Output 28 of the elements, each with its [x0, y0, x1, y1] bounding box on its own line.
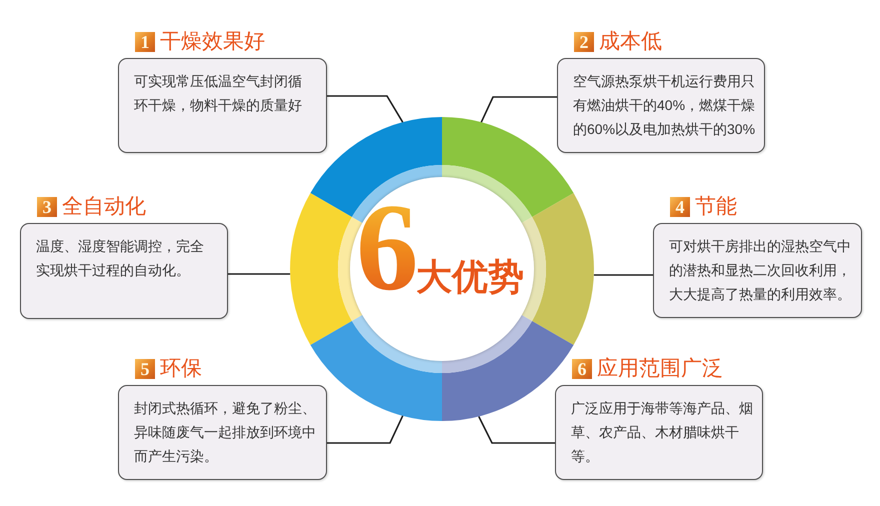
heading-text: 大优势: [416, 259, 524, 295]
description-text: 温度、湿度智能调控，完全实现烘干过程的自动化。: [36, 237, 205, 280]
leader-line: [480, 96, 557, 123]
description-text: 封闭式热循环，避免了粉尘、异味随废气一起排放到环境中而产生污染。: [134, 399, 317, 466]
heading-text: 环保: [160, 358, 202, 380]
number-badge: 1: [135, 32, 155, 52]
leader-line: [228, 273, 290, 275]
heading-text: 全自动化: [62, 196, 146, 218]
heading-text: 成本低: [599, 31, 662, 53]
number-badge: 3: [37, 197, 57, 217]
number-badge: 4: [670, 197, 690, 217]
heading-text: 应用范围广泛: [597, 358, 723, 380]
ring-segment: [522, 193, 594, 345]
number-badge: 5: [135, 359, 155, 379]
description-text: 可实现常压低温空气封闭循环干燥，物料干燥的质量好: [134, 72, 303, 115]
description-text: 可对烘干房排出的湿热空气中的潜热和显热二次回收利用，大大提高了热量的利用效率。: [669, 237, 852, 304]
leader-line: [327, 95, 404, 123]
heading-text: 节能: [695, 196, 737, 218]
description-text: 广泛应用于海带等海产品、烟草、农产品、木材腊味烘干等。: [571, 399, 754, 466]
number-badge: 6: [572, 359, 592, 379]
leader-line: [594, 274, 653, 276]
ring-segment: [442, 117, 574, 223]
heading-text: 干燥效果好: [160, 31, 265, 53]
leader-line: [478, 416, 555, 444]
number-badge: 2: [574, 32, 594, 52]
description-text: 空气源热泵烘干机运行费用只有燃油烘干的40%，燃煤干燥的60%以及电加热烘干的30%: [573, 72, 756, 139]
leader-line: [327, 415, 404, 444]
ring-segment: [310, 315, 442, 421]
